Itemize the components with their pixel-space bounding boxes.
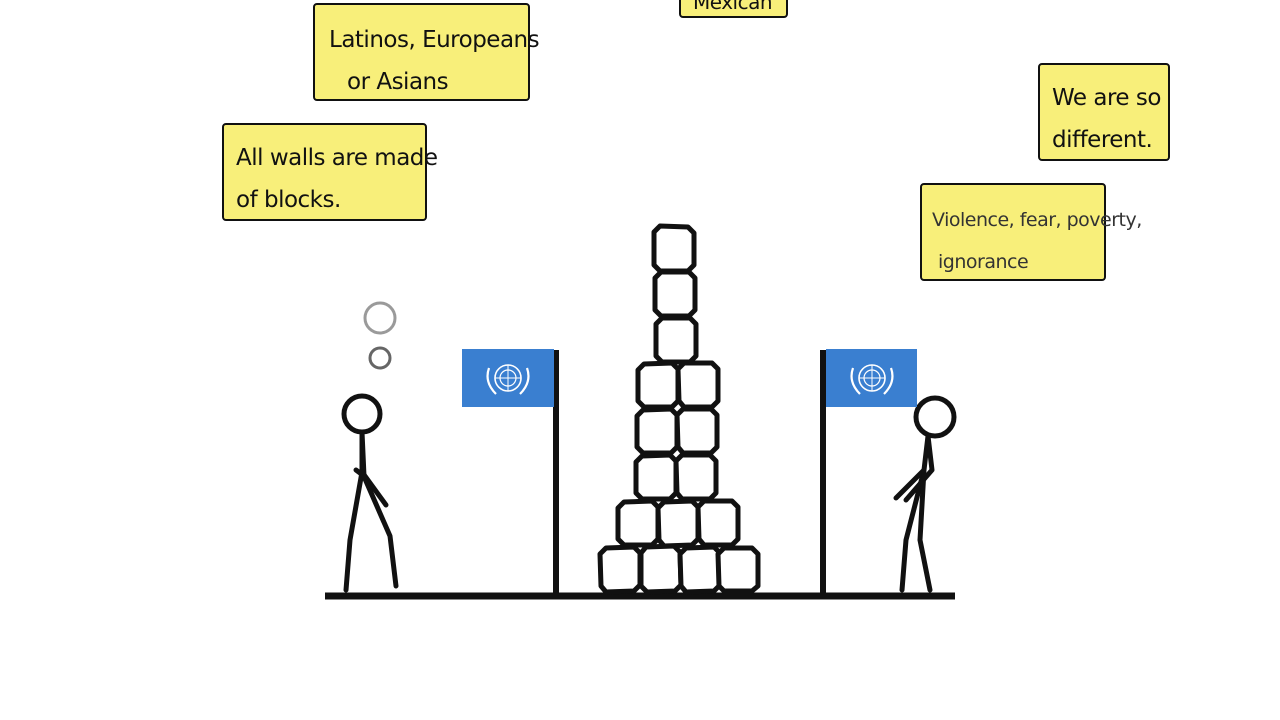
flag-right: [820, 349, 917, 594]
thought-bubble-small: [368, 346, 392, 370]
sticky-note-top[interactable]: Mexican: [679, 0, 788, 18]
wall-block: [652, 269, 698, 319]
un-emblem-icon: [850, 364, 894, 395]
wall-block: [655, 498, 701, 549]
wall-block: [653, 315, 699, 365]
thought-bubble-large: [363, 301, 397, 335]
note-latinos-line1: Latinos, Europeans: [329, 27, 540, 53]
wall-block: [597, 544, 643, 595]
block-wall: [597, 223, 761, 595]
note-latinos-line2: or Asians: [347, 69, 449, 95]
wall-block: [651, 223, 697, 274]
wall-block: [634, 406, 680, 456]
wall-block: [677, 544, 723, 595]
note-violence-line1: Violence, fear, poverty,: [932, 209, 1142, 231]
wall-block: [633, 452, 679, 502]
stick-figure-right: [893, 395, 957, 593]
sticky-note-violence[interactable]: Violence, fear, poverty, ignorance: [920, 183, 1142, 281]
sticky-note-different[interactable]: We are so different.: [1038, 63, 1170, 161]
wall-block: [695, 498, 741, 548]
note-violence-line2: ignorance: [938, 251, 1029, 273]
note-walls-line2: of blocks.: [236, 187, 341, 213]
wall-block: [635, 360, 681, 410]
wall-block: [615, 498, 661, 548]
note-different-line1: We are so: [1052, 85, 1161, 111]
stick-figure-left: [341, 393, 399, 593]
wall-block: [715, 545, 761, 594]
un-emblem-icon: [486, 364, 530, 395]
sticky-note-latinos[interactable]: Latinos, Europeans or Asians: [313, 3, 540, 101]
wall-block: [638, 543, 684, 595]
wall-block: [674, 406, 720, 456]
note-walls-line1: All walls are made: [236, 145, 438, 171]
wall-block: [675, 360, 721, 410]
note-different-line2: different.: [1052, 127, 1153, 153]
sticky-note-walls[interactable]: All walls are made of blocks.: [222, 123, 438, 221]
note-top-text: Mexican: [693, 0, 773, 14]
wall-block: [673, 452, 719, 502]
flag-left: [462, 349, 559, 594]
